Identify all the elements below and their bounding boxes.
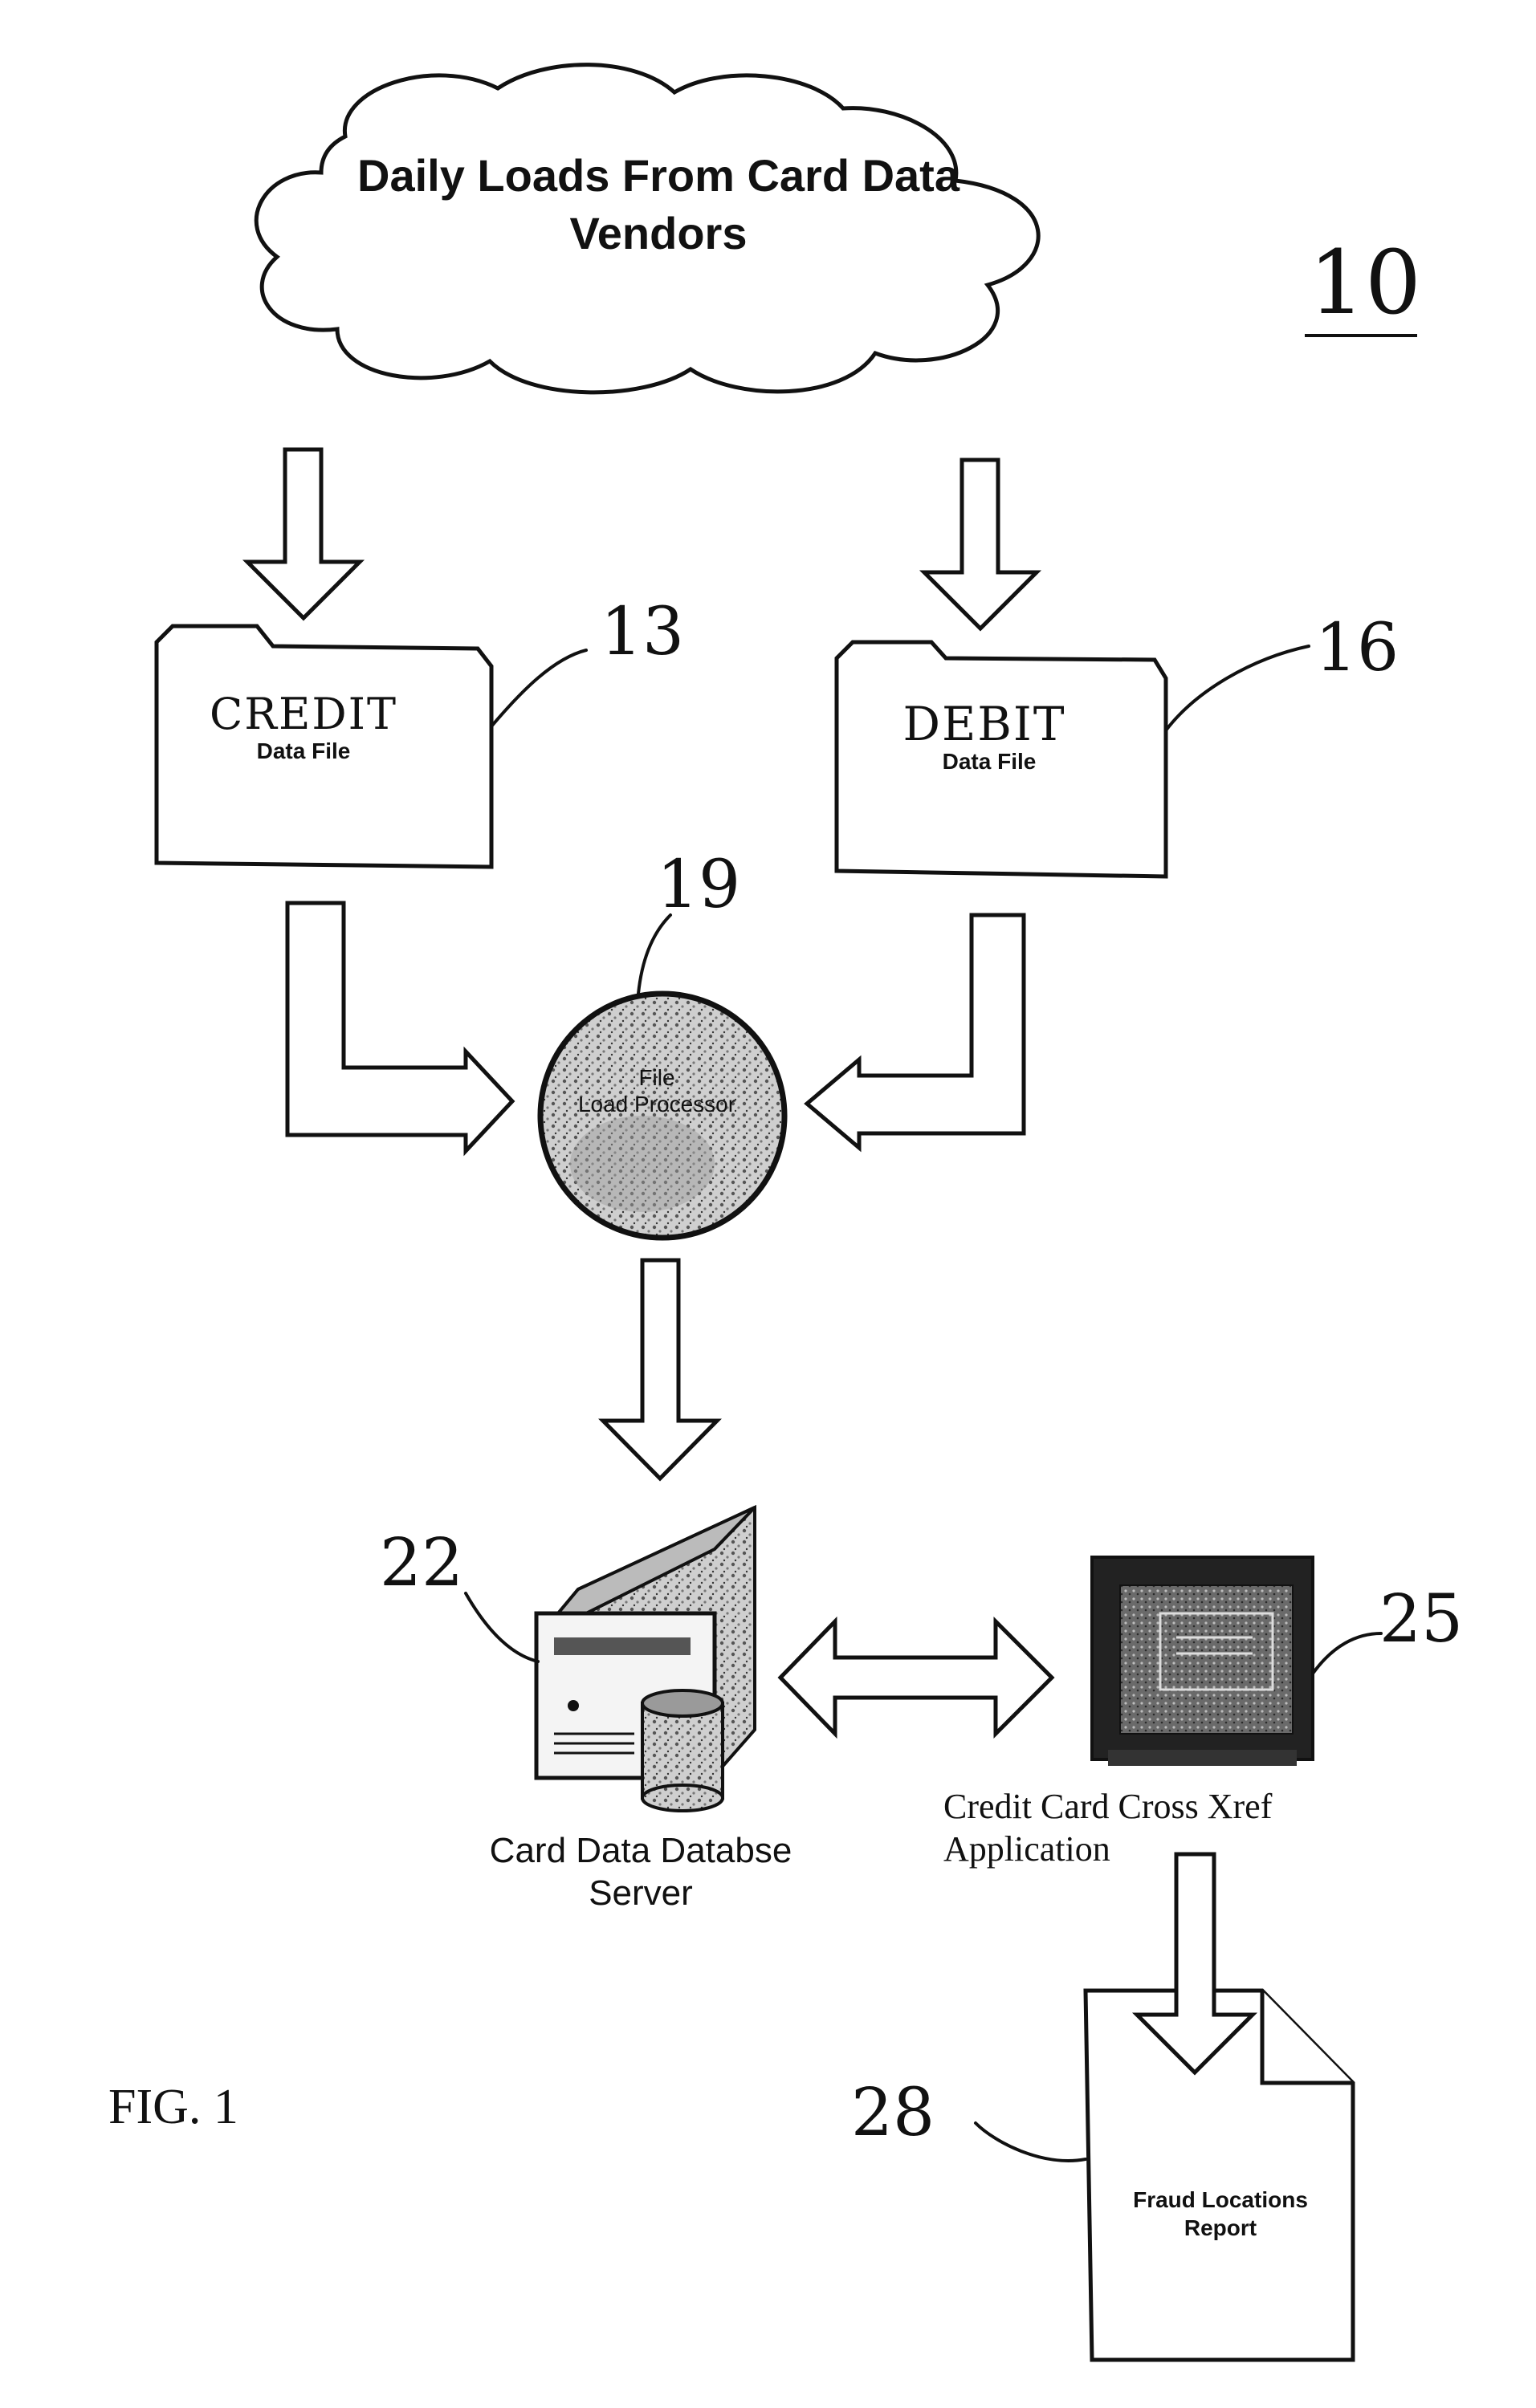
cloud-label-line1: Daily Loads From Card Data <box>357 150 960 201</box>
server-ref: 22 <box>380 1525 463 1601</box>
report-label-line1: Fraud Locations <box>1133 2187 1308 2212</box>
database-cylinder <box>642 1690 723 1811</box>
cloud-label-line2: Vendors <box>570 208 748 258</box>
debit-folder-subtitle: Data File <box>943 749 1037 774</box>
processor-leader <box>638 915 670 994</box>
figure-number: 10 <box>1309 231 1421 334</box>
arrow-server-application-bidirectional <box>780 1621 1052 1734</box>
figure-caption: FIG. 1 <box>108 2080 238 2134</box>
arrow-credit-to-processor <box>287 903 512 1151</box>
report-leader <box>976 2123 1086 2161</box>
application-ref: 25 <box>1379 1581 1463 1658</box>
report-ref: 28 <box>851 2075 935 2151</box>
application-label-line2: Application <box>943 1829 1110 1869</box>
load-processor-shade <box>570 1116 715 1212</box>
arrow-cloud-to-credit <box>247 449 360 618</box>
server-leader <box>466 1593 538 1662</box>
application-leader <box>1313 1633 1381 1674</box>
arrow-cloud-to-debit <box>924 460 1037 628</box>
processor-ref: 19 <box>657 847 740 923</box>
credit-folder-ref: 13 <box>601 594 684 670</box>
credit-folder-title: CREDIT <box>210 689 397 739</box>
processor-label-line1: File <box>638 1065 674 1090</box>
credit-folder-subtitle: Data File <box>257 738 351 763</box>
server-label-line2: Server <box>589 1873 693 1913</box>
credit-folder-leader <box>491 650 586 726</box>
application-label-line1: Credit Card Cross Xref <box>943 1787 1273 1826</box>
arrow-debit-to-processor <box>807 915 1024 1148</box>
report-label-line2: Report <box>1184 2215 1257 2240</box>
debit-folder-leader <box>1166 646 1309 730</box>
debit-folder-title: DEBIT <box>902 697 1065 751</box>
arrow-processor-to-server <box>603 1260 717 1479</box>
debit-folder-ref: 16 <box>1315 610 1399 686</box>
server-label-line1: Card Data Databse <box>490 1831 792 1870</box>
processor-label-line2: Load Processor <box>578 1092 735 1117</box>
application-monitor <box>1092 1557 1313 1766</box>
